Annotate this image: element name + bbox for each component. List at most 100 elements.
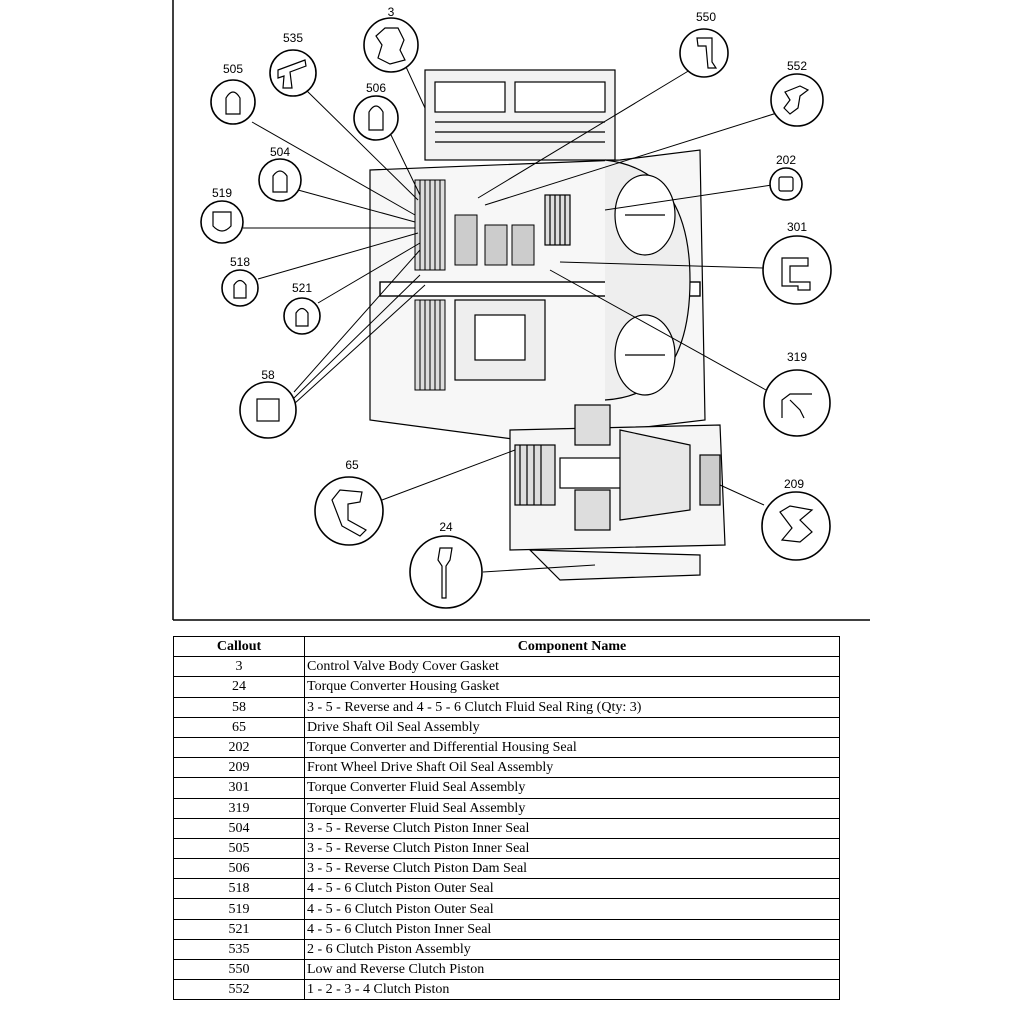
seal-assembly-icon [781,393,812,419]
component-name-cell: Torque Converter Fluid Seal Assembly [304,797,840,819]
callout-label-505: 505 [223,62,243,76]
seal-profile-icon [295,307,309,327]
callout-column-header: Callout [173,635,305,658]
callout-number-cell: 504 [173,817,305,839]
seal-assembly-icon [779,505,814,543]
callout-label-521: 521 [292,281,312,295]
leader-lines [243,42,781,573]
callout-number-cell: 58 [173,696,305,718]
component-name-cell: Low and Reverse Clutch Piston [304,958,840,981]
component-name-cell: 4 - 5 - 6 Clutch Piston Inner Seal [304,918,840,940]
seal-profile-icon [272,170,288,193]
component-name-cell: Torque Converter Housing Gasket [304,676,840,698]
callout-number-cell: 552 [173,979,305,1001]
callout-label-518: 518 [230,255,250,269]
transmission-housing [369,69,726,581]
seal-ring-icon [778,176,794,192]
callout-circle-301 [762,235,832,305]
callout-number-cell: 521 [173,918,305,940]
callout-number-cell: 550 [173,958,305,981]
callout-label-504: 504 [270,145,290,159]
component-name-cell: Torque Converter and Differential Housin… [304,736,840,759]
component-name-cell: 3 - 5 - Reverse and 4 - 5 - 6 Clutch Flu… [304,696,840,718]
piston-profile-icon [783,85,810,115]
seal-assembly-icon [781,257,811,291]
callout-label-319: 319 [787,350,807,364]
component-name-cell: Drive Shaft Oil Seal Assembly [304,716,840,738]
callout-number-cell: 3 [173,656,305,678]
piston-profile-icon [696,37,718,69]
component-name-cell: 1 - 2 - 3 - 4 Clutch Piston [304,979,840,1001]
callout-label-506: 506 [366,81,386,95]
component-name-cell: 3 - 5 - Reverse Clutch Piston Inner Seal [304,837,840,860]
component-name-cell: 3 - 5 - Reverse Clutch Piston Inner Seal [304,817,840,839]
callout-label-202: 202 [776,153,796,167]
seal-profile-icon [368,105,384,131]
seal-profile-icon [212,211,232,232]
component-name-cell: Torque Converter Fluid Seal Assembly [304,777,840,799]
callout-circle-550 [679,28,729,78]
callout-number-cell: 202 [173,736,305,759]
callout-label-535: 535 [283,31,303,45]
callout-number-cell: 505 [173,837,305,860]
component-name-cell: Control Valve Body Cover Gasket [304,656,840,678]
callout-number-cell: 209 [173,757,305,779]
callout-circle-65 [314,476,384,546]
gasket-icon [437,547,453,599]
legend-header-row: Callout Component Name [173,635,840,658]
component-name-cell: 4 - 5 - 6 Clutch Piston Outer Seal [304,878,840,900]
callout-circle-535 [269,49,317,97]
callout-number-cell: 65 [173,716,305,738]
piston-profile-icon [277,59,307,89]
seal-assembly-icon [331,489,367,537]
callout-label-58: 58 [261,368,275,382]
callout-number-cell: 301 [173,777,305,799]
transmission-cross-section-diagram: 3 535 505 506 504 519 518 521 58 550 552… [172,0,870,621]
component-name-cell: Front Wheel Drive Shaft Oil Seal Assembl… [304,757,840,779]
callout-label-301: 301 [787,220,807,234]
callout-label-65: 65 [345,458,359,472]
callout-label-519: 519 [212,186,232,200]
callout-number-cell: 24 [173,676,305,698]
seal-profile-icons [212,27,814,599]
callout-label-550: 550 [696,10,716,24]
callout-label-24: 24 [439,520,453,534]
callout-number-cell: 535 [173,938,305,961]
gasket-icon [375,27,406,65]
callout-number-cell: 506 [173,858,305,880]
component-name-column-header: Component Name [304,635,840,658]
component-name-cell: 2 - 6 Clutch Piston Assembly [304,938,840,961]
callout-label-209: 209 [784,477,804,491]
callout-number-cell: 518 [173,878,305,900]
callout-labels: 3 535 505 506 504 519 518 521 58 550 552… [212,5,807,534]
callout-label-3: 3 [388,5,395,19]
diagram-frame [172,0,870,621]
seal-ring-icon [256,398,280,422]
seal-profile-icon [225,91,241,115]
component-name-cell: 3 - 5 - Reverse Clutch Piston Dam Seal [304,858,840,880]
callout-number-cell: 319 [173,797,305,819]
seal-profile-icon [233,279,247,299]
callout-label-552: 552 [787,59,807,73]
callout-number-cell: 519 [173,898,305,920]
component-name-cell: 4 - 5 - 6 Clutch Piston Outer Seal [304,898,840,920]
